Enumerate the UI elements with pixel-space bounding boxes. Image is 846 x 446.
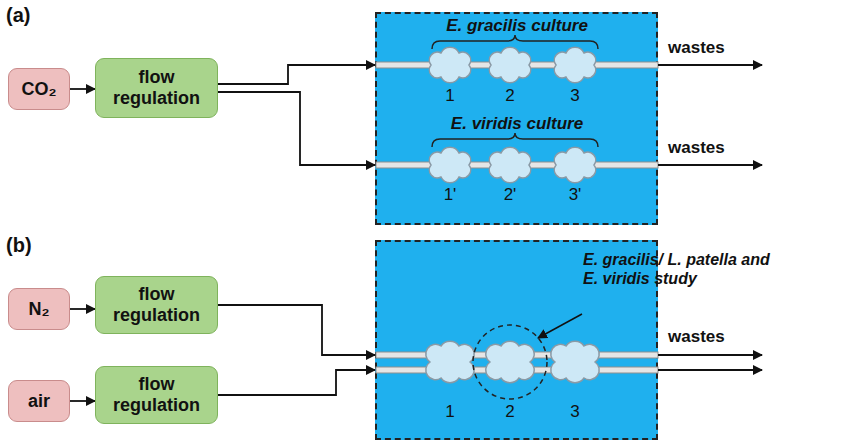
callout-number: 1 [445,402,454,422]
gas-source: CO₂ [8,68,70,110]
region-label: E. gracilis culture [446,16,588,36]
callout-number: 3 [570,86,579,106]
brace [432,35,598,147]
flow-arrow [218,370,375,395]
process-box: flow regulation [95,58,218,118]
culture-region: E. gracilis culture E. viridis culture [375,12,658,225]
flow-arrow [218,305,375,355]
flow-arrow [70,400,95,402]
box-label: flow regulation [96,65,217,110]
box-label: flow regulation [96,282,217,327]
callout-number: 2' [504,185,517,205]
callout-number: 3' [569,185,582,205]
leader-arrow [538,314,582,338]
flow-arrow [218,65,375,84]
callout-number: 1' [444,185,457,205]
box-label: air [22,389,56,414]
gas-source: air [8,380,70,422]
callout-number: 1 [445,86,454,106]
culture-chamber [426,47,599,382]
study-region: E. gracilis/ L. patella and E. viridis s… [375,240,658,440]
flow-arrow [70,308,95,310]
region-label: E. gracilis/ L. patella and E. viridis s… [583,250,783,288]
gas-source: N₂ [8,288,70,330]
callout-number: 3 [570,402,579,422]
output-label: wastes [668,138,725,158]
panel-label: (a) [6,4,30,27]
waste-arrow [658,65,762,370]
callout-number: 2 [505,86,514,106]
process-box: flow regulation [95,366,218,424]
box-label: N₂ [23,297,56,322]
output-label: wastes [668,38,725,58]
flow-arrow [218,92,375,165]
output-label: wastes [668,327,725,347]
process-box: flow regulation [95,276,218,334]
focus-circle [473,325,547,399]
region-label: E. viridis culture [451,114,583,134]
box-label: CO₂ [16,77,63,102]
box-label: flow regulation [96,372,217,417]
flow-arrow [70,88,95,90]
panel-label: (b) [6,234,32,257]
callout-number: 2 [505,402,514,422]
